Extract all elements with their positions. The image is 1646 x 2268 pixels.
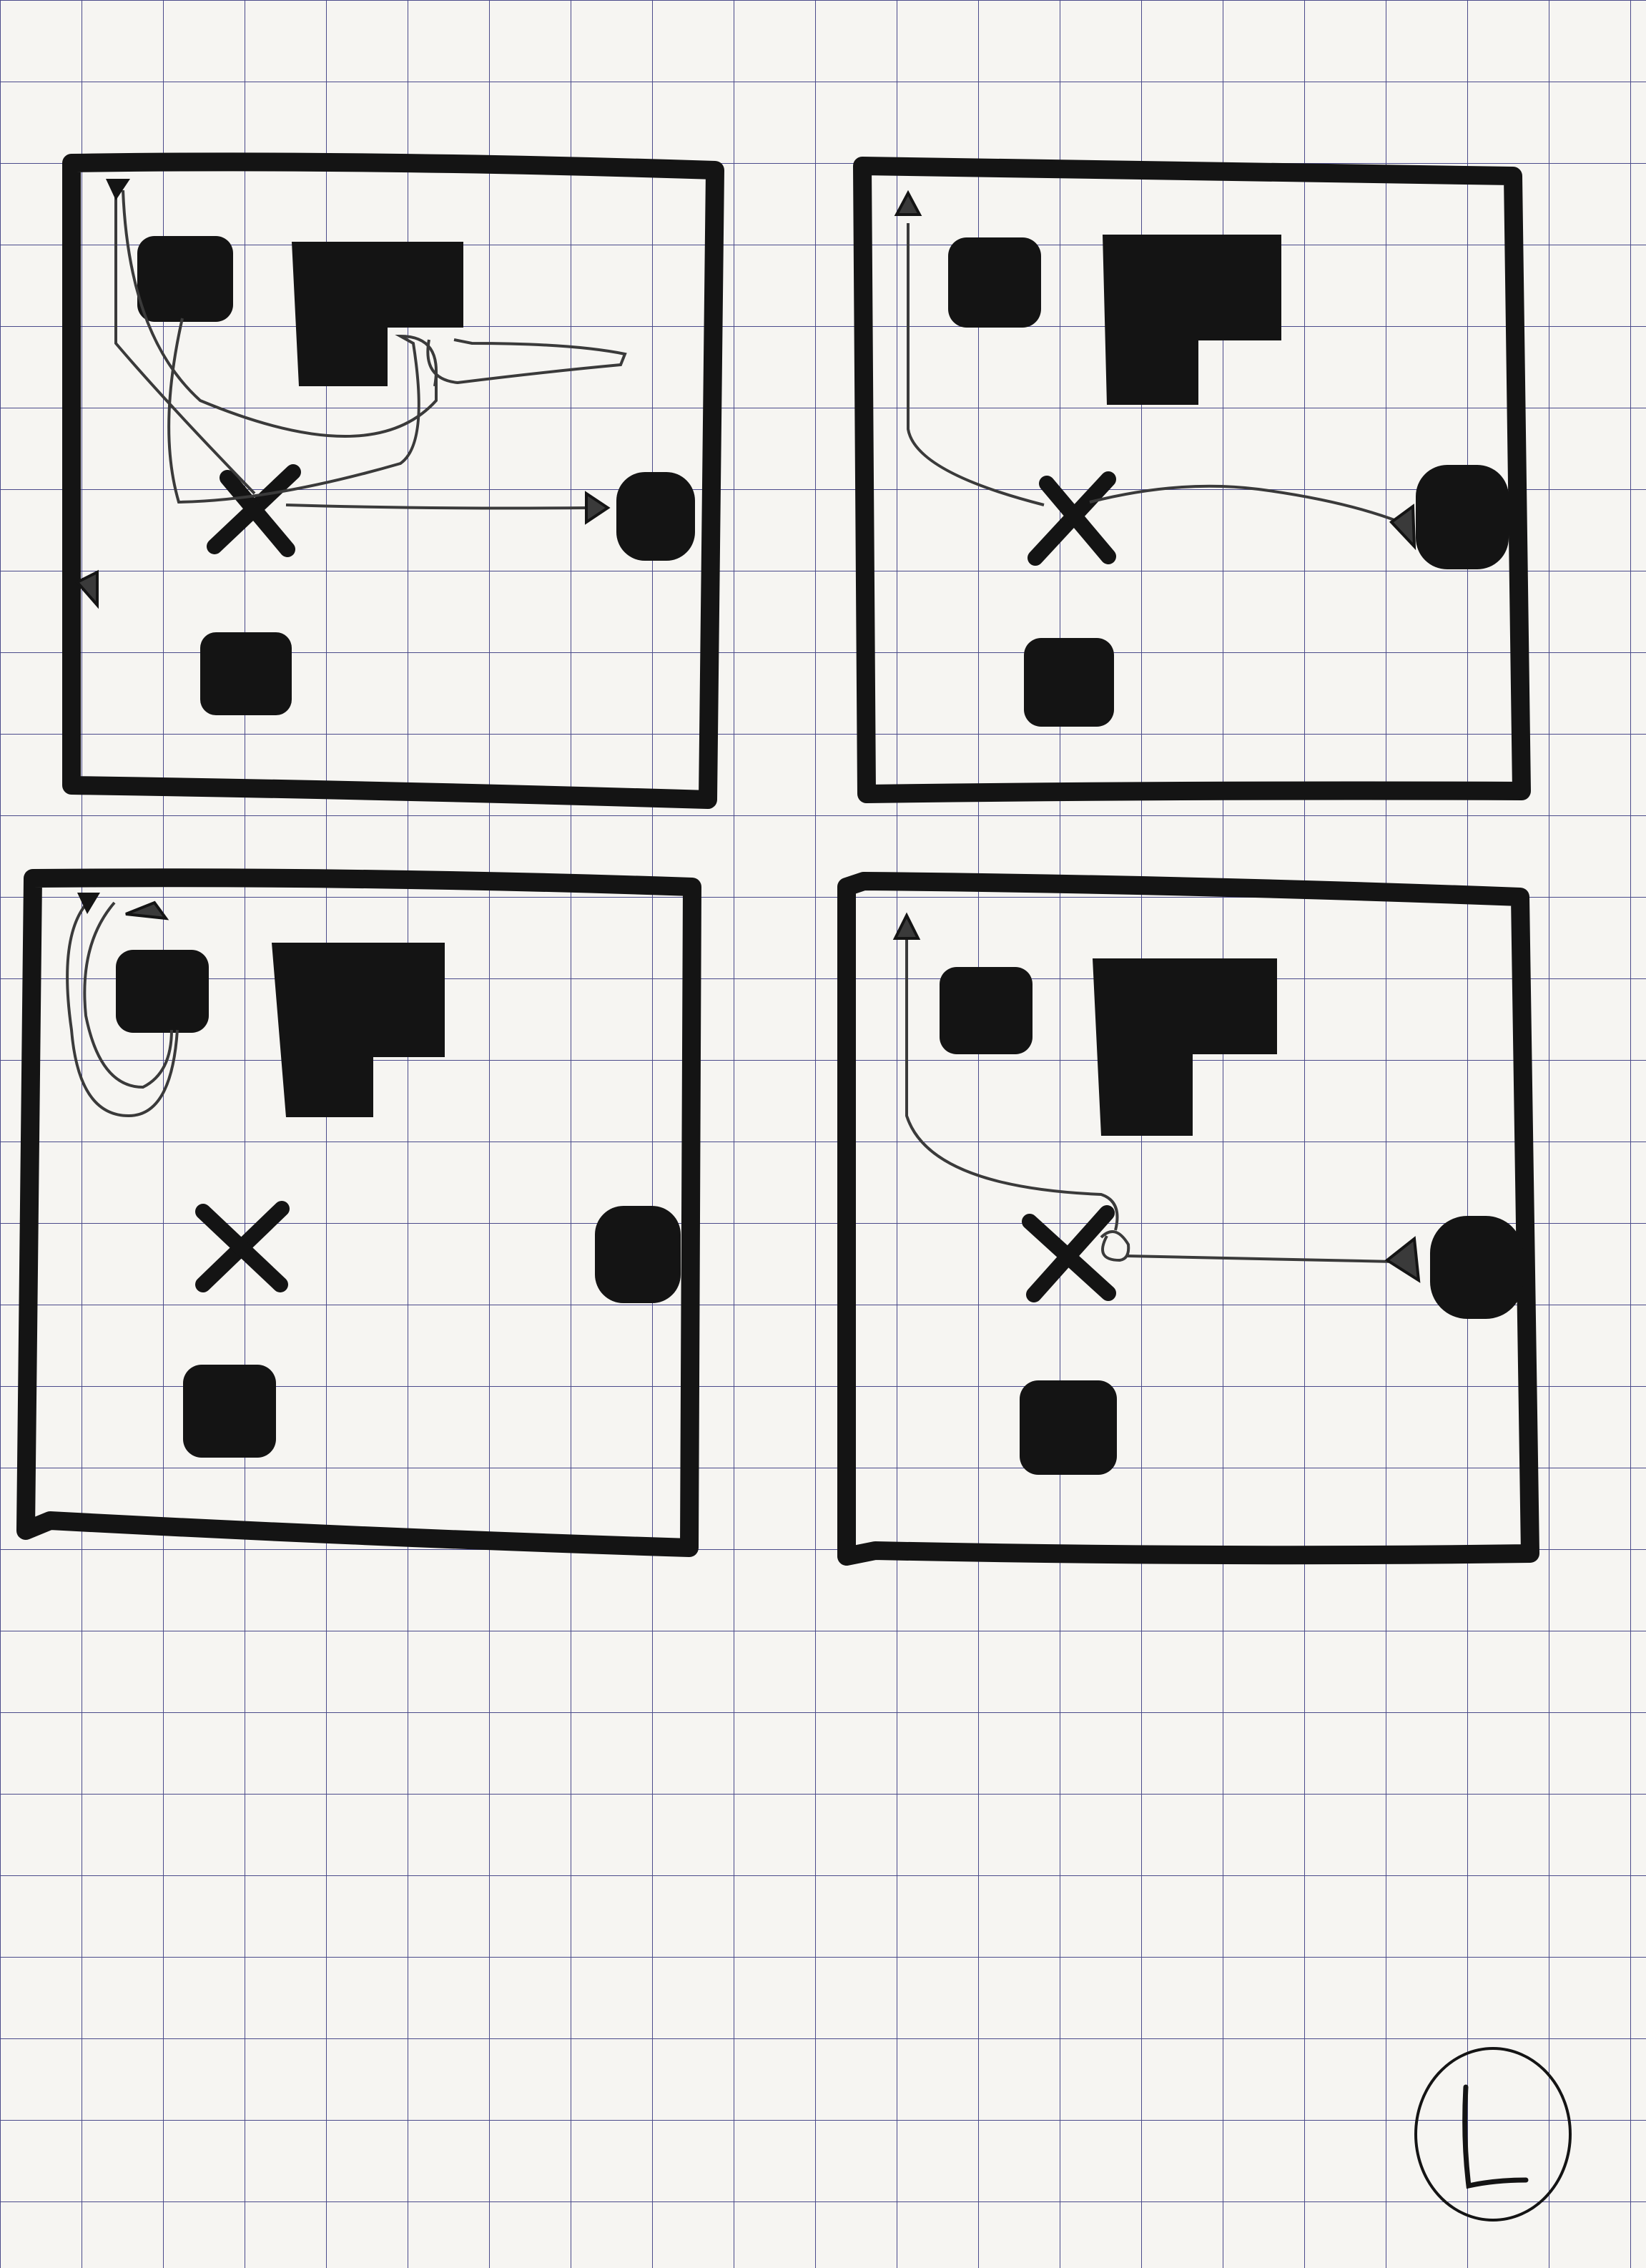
start-arrow-marker	[892, 912, 921, 940]
panel-top-left	[62, 152, 724, 809]
obstacle-l-shape	[292, 242, 463, 386]
obstacle-l-shape	[272, 943, 445, 1117]
obstacle-l-shape	[1103, 235, 1281, 405]
end-arrow-marker	[1389, 504, 1416, 551]
start-arrow-marker	[106, 179, 130, 200]
panel-border	[853, 157, 1531, 803]
end-arrow-marker	[1384, 1236, 1421, 1283]
obstacle-small-top	[116, 950, 209, 1033]
start-arrow-marker-2	[125, 900, 169, 921]
obstacle-small-bottom	[200, 632, 292, 715]
panel-border	[837, 872, 1539, 1566]
signature-circled-l	[1414, 2047, 1572, 2222]
path-lines	[114, 190, 627, 510]
obstacle-small-top	[948, 237, 1041, 328]
end-arrow-marker	[585, 491, 611, 525]
goal-x-marker	[207, 464, 301, 557]
obstacle-small-bottom	[1024, 638, 1114, 727]
panel-border	[62, 152, 724, 809]
panel-bottom-left	[16, 868, 701, 1557]
path-lines	[905, 927, 1395, 1263]
signature-letter-l	[1462, 2084, 1529, 2189]
obstacle-small-top	[137, 236, 233, 322]
panel-bottom-right	[837, 872, 1539, 1566]
goal-x-marker	[1027, 471, 1116, 566]
obstacle-small-bottom	[1020, 1380, 1117, 1475]
side-arrow-marker	[74, 569, 99, 609]
obstacle-wall-right	[1430, 1216, 1523, 1319]
obstacle-l-shape	[1093, 958, 1277, 1136]
goal-x-marker	[1022, 1205, 1116, 1302]
start-arrow-marker	[894, 190, 922, 216]
path-lines	[907, 223, 1401, 524]
panel-top-right	[853, 157, 1531, 803]
path-lines	[66, 897, 179, 1118]
obstacle-wall-right	[595, 1206, 681, 1303]
obstacle-wall-right	[1416, 465, 1509, 569]
panel-border	[16, 868, 701, 1557]
obstacle-wall-right	[616, 472, 695, 561]
obstacle-small-bottom	[183, 1365, 276, 1458]
start-arrow-marker	[77, 893, 100, 914]
obstacle-small-top	[940, 967, 1033, 1054]
goal-x-marker	[195, 1201, 290, 1292]
